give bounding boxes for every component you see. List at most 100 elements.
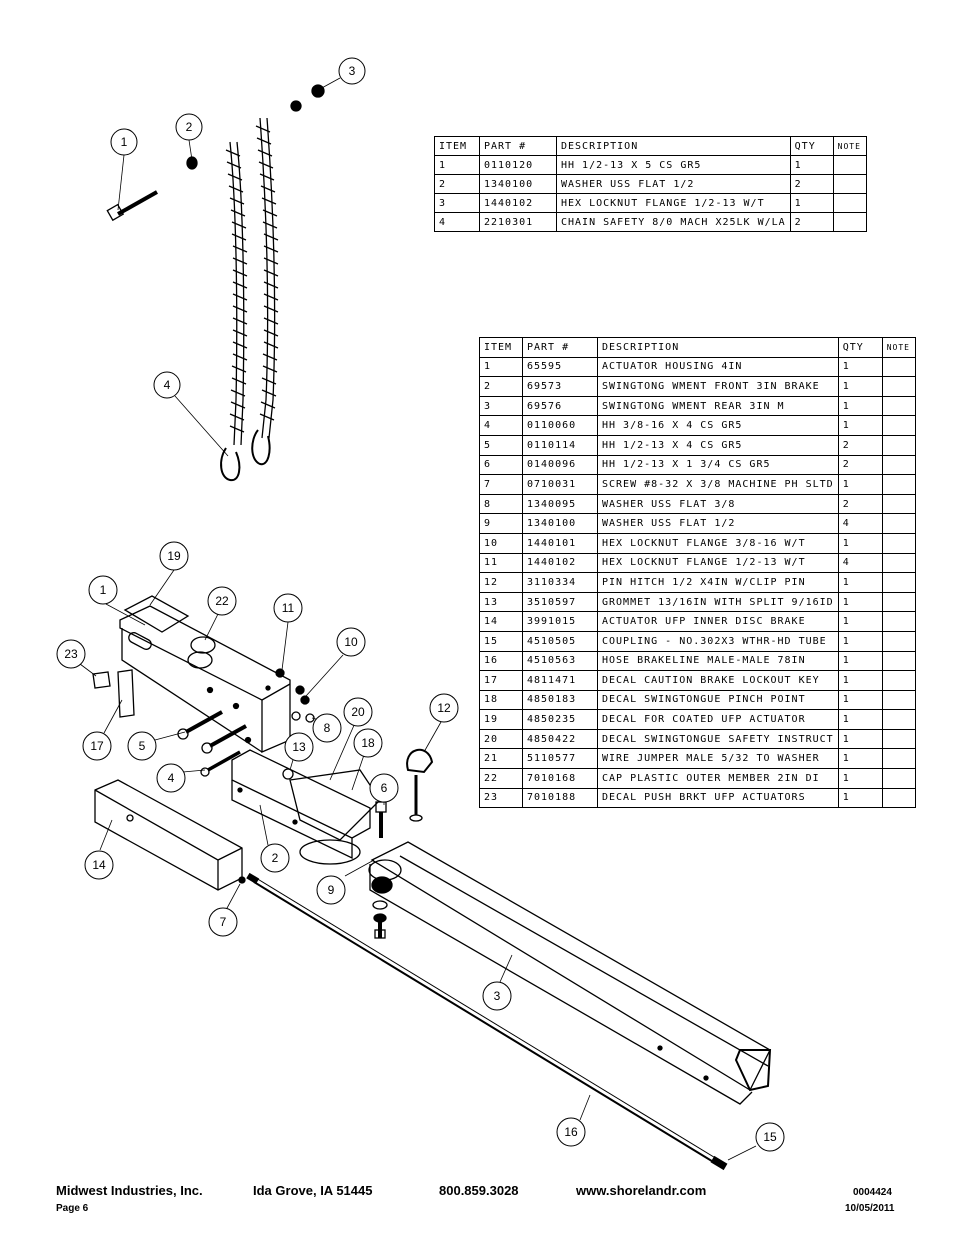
callout-bubble: 2 [175, 113, 203, 141]
document-number: 0004424 [853, 1187, 892, 1198]
company-website: www.shorelandr.com [576, 1183, 707, 1198]
description-cell: SWINGTONG WMENT REAR 3IN M [597, 395, 839, 417]
note-cell [881, 670, 916, 691]
qty-cell: 1 [789, 193, 834, 213]
callout-bubble: 19 [159, 541, 189, 571]
callout-bubble: 2 [260, 843, 290, 873]
part-number-cell: 1340100 [479, 174, 557, 194]
callout-bubble: 20 [343, 697, 373, 727]
note-cell [881, 787, 916, 809]
washer-part [291, 711, 301, 721]
description-cell: SCREW #8-32 X 3/8 MACHINE PH SLTD [597, 474, 839, 495]
part-number-cell: 3510597 [522, 591, 598, 613]
nut-part [295, 685, 305, 695]
item-cell: 20 [479, 728, 523, 750]
part-number-cell: 1340095 [522, 493, 598, 515]
nut-part [275, 668, 285, 678]
svg-text:1: 1 [100, 583, 107, 597]
page-number: Page 6 [56, 1203, 89, 1214]
item-cell: 21 [479, 748, 523, 770]
svg-text:11: 11 [282, 601, 295, 615]
swingtong-front-part [231, 749, 381, 865]
note-cell [881, 748, 916, 770]
callout-bubble: 12 [429, 693, 459, 723]
description-cell: SWINGTONG WMENT FRONT 3IN BRAKE [597, 376, 839, 397]
bolt-part [375, 801, 387, 838]
actuator-housing-part [119, 605, 291, 753]
description-cell: CAP PLASTIC OUTER MEMBER 2IN DI [597, 768, 839, 789]
part-number-cell: 65595 [522, 356, 598, 378]
brake-hose-part [246, 872, 728, 1171]
callout-bubble: 3 [338, 57, 366, 85]
item-cell: 18 [479, 689, 523, 711]
column-header: DESCRIPTION [597, 337, 839, 358]
qty-cell: 2 [837, 493, 883, 515]
svg-text:8: 8 [324, 721, 331, 735]
qty-cell: 1 [837, 611, 883, 632]
callout-bubble: 13 [284, 732, 314, 762]
company-address: Ida Grove, IA 51445 [253, 1183, 373, 1198]
note-cell [832, 174, 867, 194]
company-phone: 800.859.3028 [439, 1183, 519, 1198]
note-cell [881, 689, 916, 711]
part-number-cell: 1340100 [522, 513, 598, 534]
svg-text:19: 19 [167, 549, 181, 563]
note-cell [881, 728, 916, 750]
part-number-cell: 1440102 [479, 193, 557, 213]
svg-text:16: 16 [564, 1125, 578, 1139]
item-cell: 13 [479, 591, 523, 613]
note-cell [832, 155, 867, 175]
item-cell: 19 [479, 709, 523, 730]
note-cell [832, 193, 867, 213]
callout-bubble: 8 [312, 713, 342, 743]
item-cell: 2 [434, 174, 480, 194]
decal-part [123, 595, 190, 633]
callout-bubble: 5 [127, 731, 157, 761]
item-cell: 3 [434, 193, 480, 213]
qty-cell: 1 [837, 395, 883, 417]
part-number-cell: 0110114 [522, 434, 598, 456]
svg-text:3: 3 [349, 64, 356, 78]
description-cell: DECAL FOR COATED UFP ACTUATOR [597, 709, 839, 730]
note-cell [881, 415, 916, 436]
callout-bubble: 4 [153, 371, 181, 399]
qty-cell: 1 [837, 474, 883, 495]
item-cell: 16 [479, 650, 523, 672]
note-cell [881, 630, 916, 652]
hitch-pin-part [406, 748, 434, 822]
part-number-cell: 4850183 [522, 689, 598, 711]
item-cell: 1 [434, 155, 480, 175]
description-cell: DECAL PUSH BRKT UFP ACTUATORS [597, 787, 839, 809]
svg-text:4: 4 [164, 378, 171, 392]
qty-cell: 2 [789, 212, 834, 232]
svg-text:12: 12 [437, 701, 451, 715]
note-cell [881, 376, 916, 397]
part-number-cell: 1440102 [522, 552, 598, 574]
company-name: Midwest Industries, Inc. [56, 1183, 203, 1198]
svg-text:1: 1 [121, 135, 128, 149]
note-cell [881, 513, 916, 534]
note-cell [881, 434, 916, 456]
description-cell: HH 3/8-16 X 4 CS GR5 [597, 415, 839, 436]
part-number-cell: 4850422 [522, 728, 598, 750]
svg-text:23: 23 [64, 647, 78, 661]
svg-text:7: 7 [220, 915, 227, 929]
part-number-cell: 69573 [522, 376, 598, 397]
part-number-cell: 0110060 [522, 415, 598, 436]
washer-part [186, 156, 198, 170]
